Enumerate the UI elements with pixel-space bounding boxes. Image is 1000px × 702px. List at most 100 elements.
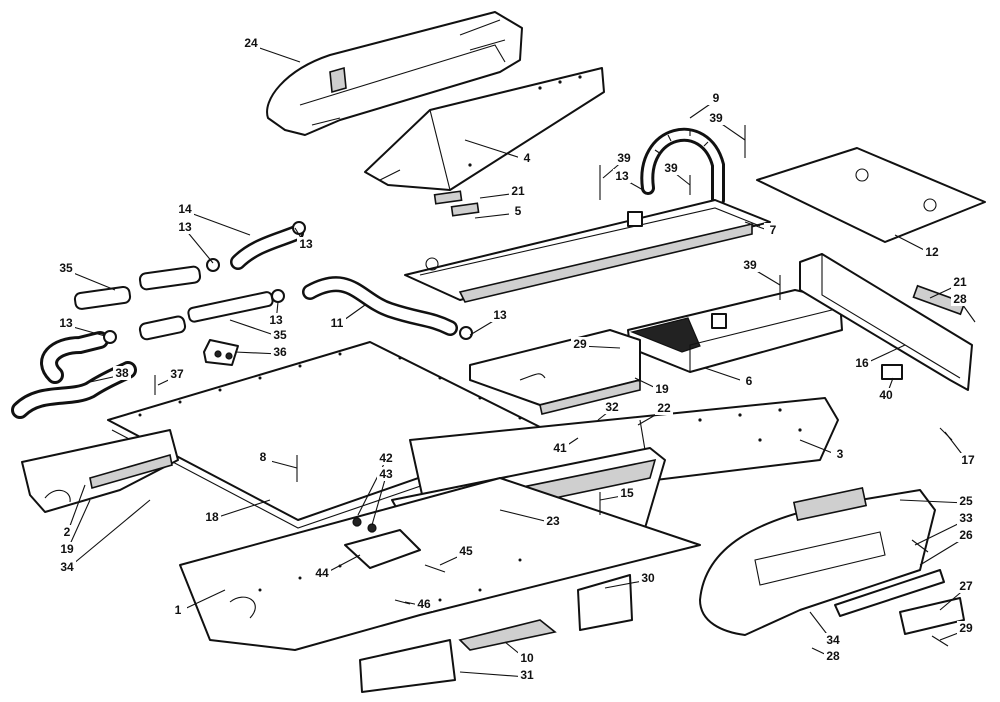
callout-c28b: 28 bbox=[826, 649, 840, 663]
leader-line-c18 bbox=[211, 499, 271, 520]
leader-line-c34a bbox=[66, 499, 151, 570]
callout-c1: 1 bbox=[175, 603, 182, 617]
callout-c11: 11 bbox=[331, 316, 344, 330]
callout-c2: 2 bbox=[64, 525, 71, 539]
label-bg-c19a bbox=[653, 382, 671, 396]
label-bg-c40 bbox=[877, 388, 895, 402]
leader-line-c4 bbox=[464, 139, 528, 161]
label-bg-c29 bbox=[571, 337, 589, 351]
label-bg-c29b bbox=[957, 621, 975, 635]
label-bg-c11 bbox=[328, 316, 346, 330]
label-bg-c19b bbox=[58, 542, 76, 556]
callout-c5: 5 bbox=[515, 204, 522, 218]
callout-c34a: 34 bbox=[60, 560, 74, 574]
callout-c3: 3 bbox=[837, 447, 844, 461]
part-25-fender bbox=[699, 486, 936, 636]
label-bg-c33 bbox=[957, 511, 975, 525]
label-bg-c13e bbox=[267, 313, 285, 327]
label-bg-c13b bbox=[176, 220, 194, 234]
label-bg-c16 bbox=[853, 356, 871, 370]
leader-line-c43 bbox=[371, 475, 387, 526]
label-bg-c39d bbox=[741, 258, 759, 272]
callout-c21a: 21 bbox=[511, 184, 525, 198]
label-bg-c13c bbox=[297, 237, 315, 251]
part-24-cowl bbox=[266, 11, 523, 136]
part-9-handle bbox=[640, 127, 725, 207]
callout-c10: 10 bbox=[520, 651, 534, 665]
callout-c19a: 19 bbox=[655, 382, 669, 396]
label-bg-c18 bbox=[203, 510, 221, 524]
label-bg-c39a bbox=[707, 111, 725, 125]
label-bg-c1 bbox=[169, 603, 187, 617]
part-10-plate bbox=[458, 619, 557, 651]
label-bg-c35a bbox=[57, 261, 75, 275]
callout-c35b: 35 bbox=[273, 328, 287, 342]
label-bg-c13a bbox=[613, 169, 631, 183]
callout-c23: 23 bbox=[546, 514, 560, 528]
part-30-bracket bbox=[577, 574, 633, 631]
part-4-side-panel bbox=[364, 67, 605, 191]
callout-c13f: 13 bbox=[493, 308, 507, 322]
callout-c31: 31 bbox=[520, 668, 534, 682]
callout-c34b: 34 bbox=[826, 633, 840, 647]
callout-c13e: 13 bbox=[269, 313, 283, 327]
callout-c24a: 24 bbox=[244, 36, 258, 50]
callout-c29: 29 bbox=[573, 337, 587, 351]
label-bg-c13f bbox=[491, 308, 509, 322]
callout-c39b: 39 bbox=[617, 151, 631, 165]
callout-c9: 9 bbox=[713, 91, 720, 105]
part-11-hose bbox=[302, 276, 473, 340]
callout-c39a: 39 bbox=[709, 111, 723, 125]
label-bg-c6 bbox=[740, 374, 758, 388]
callout-c44: 44 bbox=[315, 566, 329, 580]
part-31-bracket bbox=[359, 639, 456, 693]
callout-c4: 4 bbox=[524, 151, 531, 165]
label-bg-c22 bbox=[655, 401, 673, 415]
label-bg-c39c bbox=[662, 161, 680, 175]
label-bg-c44 bbox=[313, 566, 331, 580]
label-bg-c36 bbox=[271, 345, 289, 359]
label-bg-c35b bbox=[271, 328, 289, 342]
part-1-main-frame bbox=[179, 477, 701, 651]
callout-c42: 42 bbox=[379, 451, 393, 465]
fasteners bbox=[154, 125, 953, 647]
part-29-bracket bbox=[469, 329, 641, 415]
leader-line-c31 bbox=[459, 671, 528, 678]
label-bg-c23 bbox=[544, 514, 562, 528]
part-44-block bbox=[344, 517, 421, 569]
label-bg-c21b bbox=[951, 275, 969, 289]
label-bg-c21a bbox=[509, 184, 527, 198]
callout-c6: 6 bbox=[746, 374, 753, 388]
label-bg-c14 bbox=[176, 202, 194, 216]
leader-line-c25 bbox=[899, 499, 967, 504]
label-bg-c4 bbox=[518, 151, 536, 165]
callout-c18: 18 bbox=[205, 510, 219, 524]
label-bg-c28b bbox=[824, 649, 842, 663]
callout-c8: 8 bbox=[260, 450, 267, 464]
callout-c38: 38 bbox=[115, 366, 129, 380]
label-bg-c38 bbox=[113, 366, 131, 380]
callout-c35a: 35 bbox=[59, 261, 73, 275]
callout-c45: 45 bbox=[459, 544, 473, 558]
callout-c7: 7 bbox=[770, 223, 777, 237]
callout-c37: 37 bbox=[170, 367, 184, 381]
part-36-clip bbox=[203, 339, 239, 366]
callout-c14: 14 bbox=[178, 202, 192, 216]
label-bg-c31 bbox=[518, 668, 536, 682]
callout-c39d: 39 bbox=[743, 258, 757, 272]
part-21-pads bbox=[433, 190, 480, 217]
label-bg-c5 bbox=[509, 204, 527, 218]
callout-c17: 17 bbox=[961, 453, 975, 467]
label-bg-c24a bbox=[242, 36, 260, 50]
label-bg-c10 bbox=[518, 651, 536, 665]
callout-c36: 36 bbox=[273, 345, 287, 359]
callout-c33: 33 bbox=[959, 511, 973, 525]
callout-c13a: 13 bbox=[615, 169, 629, 183]
callout-c13c: 13 bbox=[299, 237, 313, 251]
part-26-trim-strip bbox=[834, 569, 945, 617]
part-35-tubes bbox=[73, 265, 285, 341]
callout-c39c: 39 bbox=[664, 161, 678, 175]
callout-c29b: 29 bbox=[959, 621, 973, 635]
label-bg-c37 bbox=[168, 367, 186, 381]
callout-c13b: 13 bbox=[178, 220, 192, 234]
